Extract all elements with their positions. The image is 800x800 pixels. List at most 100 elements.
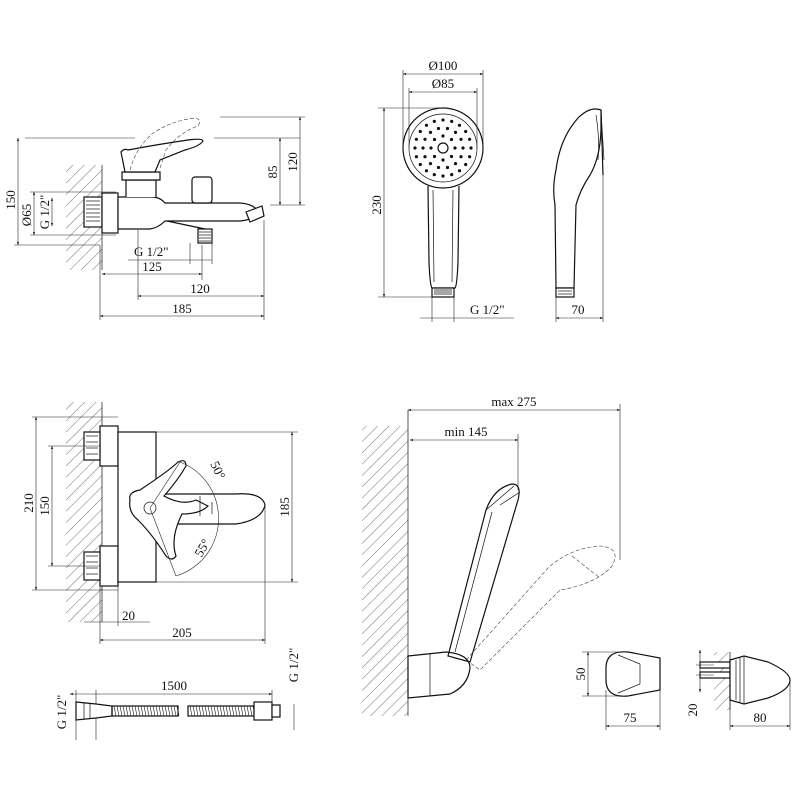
hose-coil — [146, 705, 150, 717]
nozzle-pattern — [413, 118, 473, 178]
hose-coil — [113, 705, 117, 717]
hose-coil — [195, 705, 199, 717]
nozzle-dot — [432, 119, 436, 123]
dim-20-bracket: 20 — [685, 704, 700, 717]
wall-connector — [83, 192, 119, 234]
hose-coil — [173, 705, 177, 717]
hose-coil — [122, 705, 126, 717]
nozzle-dot — [414, 137, 418, 141]
nozzle-dot — [457, 123, 462, 127]
nozzle-dot — [445, 165, 450, 170]
bracket-side — [729, 655, 791, 705]
nozzle-dot — [469, 146, 473, 150]
shower-ghost — [465, 545, 616, 671]
dims-side — [14, 116, 305, 320]
hose-coil — [234, 705, 238, 717]
hose-coil — [119, 705, 123, 717]
hose-coil — [213, 705, 217, 717]
nozzle-dot — [441, 174, 445, 178]
front-lever — [129, 460, 210, 560]
hose-coil — [249, 705, 253, 717]
dim-185-side: 185 — [172, 301, 192, 316]
dim-150-front: 150 — [37, 496, 52, 516]
nozzle-dot — [457, 169, 462, 173]
nozzle-dot — [464, 162, 468, 167]
nozzle-dot — [441, 134, 445, 138]
head-side-profile — [553, 108, 602, 289]
nozzle-dot — [449, 137, 454, 142]
dim-125: 125 — [142, 259, 162, 274]
hose-coil — [125, 705, 129, 717]
angle-55: 55° — [191, 536, 213, 559]
shower-head-front: Ø100 Ø85 230 G 1/2" — [369, 58, 514, 322]
nozzle-dot — [424, 123, 429, 127]
nozzle-dot — [453, 130, 458, 134]
dim-75: 75 — [624, 710, 637, 725]
hose-coils — [113, 705, 256, 717]
dim-phi85: Ø85 — [432, 76, 454, 91]
dim-230: 230 — [369, 195, 384, 215]
hose-coil — [155, 705, 159, 717]
nozzle-dot — [428, 130, 433, 134]
dim-50: 50 — [573, 668, 588, 681]
nozzle-dot — [459, 155, 463, 159]
hose-coil — [167, 705, 171, 717]
hose-coil — [243, 705, 247, 717]
dim-150-side: 150 — [3, 190, 18, 210]
nozzle-dot — [449, 154, 454, 159]
shower-outlet — [166, 220, 213, 244]
lever-ghost — [129, 117, 200, 171]
faucet-side-view: 150 Ø65 G 1/2" 85 120 G 1/2" 125 120 185 — [3, 116, 305, 320]
nozzle-dot — [423, 137, 427, 141]
shower-in-holder — [447, 483, 520, 663]
nozzle-dot — [432, 154, 437, 159]
faucet-front-view: 50° 55° 210 150 185 20 205 — [21, 402, 298, 644]
nozzle-dot — [428, 162, 433, 166]
wall-holder — [407, 651, 471, 699]
dim-70: 70 — [572, 302, 585, 317]
nozzle-dot — [418, 129, 422, 134]
nozzle-dot — [468, 155, 472, 159]
dim-20-front: 20 — [122, 608, 135, 623]
bracket-front — [605, 651, 661, 697]
hose-coil — [137, 705, 141, 717]
nozzle-dot — [441, 158, 445, 162]
nozzle-dot — [464, 129, 468, 134]
nozzle-dot — [441, 118, 445, 122]
hose-coil — [176, 705, 180, 717]
hose-coil — [189, 705, 193, 717]
shower-head-side: 70 — [553, 108, 605, 322]
nozzle-dot — [450, 119, 454, 123]
dim-120-vertical: 120 — [285, 152, 300, 172]
angle-50: 50° — [207, 459, 228, 482]
hose-coil — [246, 705, 250, 717]
dim-85: 85 — [265, 166, 280, 179]
hose-coil — [161, 705, 165, 717]
hose-coil — [143, 705, 147, 717]
nozzle-dot — [432, 173, 436, 177]
nozzle-dot — [450, 173, 454, 177]
hose-coil — [225, 705, 229, 717]
hose-coil — [222, 705, 226, 717]
hose-coil — [240, 705, 244, 717]
nozzle-dot — [424, 169, 429, 173]
hose-coil — [198, 705, 202, 717]
hose-coil — [116, 705, 120, 717]
bracket-wall-hatch — [714, 652, 730, 710]
hose-coil — [158, 705, 162, 717]
nozzle-dot — [423, 155, 427, 159]
lever-handle — [120, 138, 204, 173]
hose-coil — [170, 705, 174, 717]
dim-phi100: Ø100 — [429, 58, 458, 73]
hose-coil — [152, 705, 156, 717]
dim-g12-head: G 1/2" — [470, 302, 505, 317]
hose-coil — [219, 705, 223, 717]
shower-handle — [427, 185, 460, 289]
nozzle-dot — [459, 137, 463, 141]
nozzle-dot — [418, 162, 422, 167]
nozzle-dot — [436, 165, 441, 170]
hose-coil — [231, 705, 235, 717]
dim-80: 80 — [754, 710, 767, 725]
diverter-knob — [191, 176, 213, 204]
